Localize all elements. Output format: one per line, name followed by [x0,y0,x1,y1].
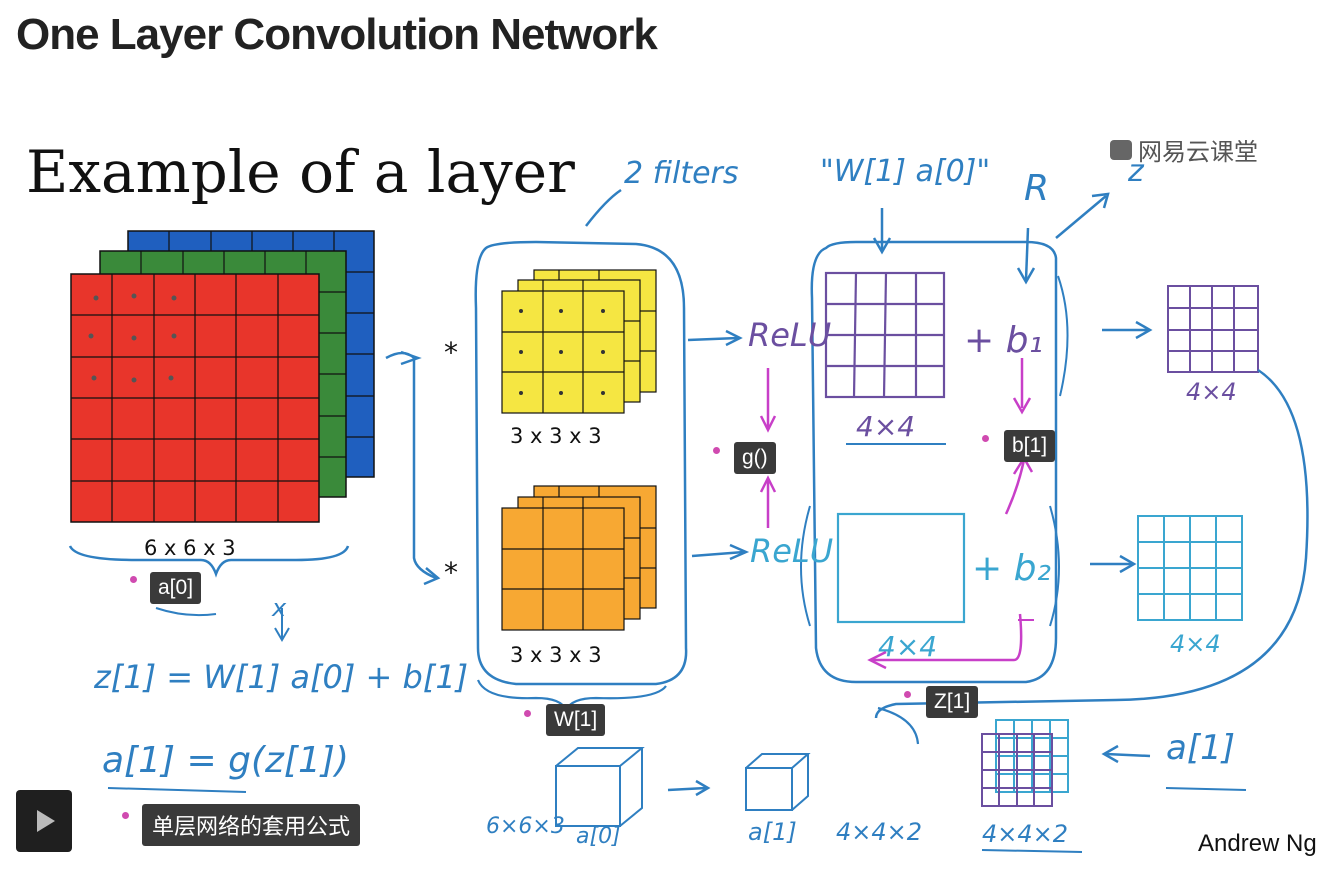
filter-orange [501,485,657,631]
stacked-output [981,719,1069,807]
convolution-star-2: * [444,556,458,589]
subtitle-dot [122,812,129,819]
bottom-a0: a[0] [576,824,621,849]
slide-heading: Example of a layer [26,138,575,206]
bottom-out-dim: 4×4×2 [982,820,1069,848]
mid1-dim: 4×4 [856,410,916,443]
tag-dot-z1 [904,691,911,698]
tag-b1[interactable]: b[1] [1004,430,1056,462]
mid2-dim: 4×4 [878,630,938,663]
relu-output-2 [1137,515,1243,621]
tag-dot-w1 [524,710,531,717]
z-note: z [1128,154,1144,189]
page-title: One Layer Convolution Network [16,10,658,59]
play-button[interactable] [16,790,72,852]
play-icon [37,810,55,832]
filters-note: 2 filters [624,156,739,191]
out2-dim: 4×4 [1170,630,1221,658]
a1-label: a[1] [1166,728,1235,768]
bottom-input-cube [555,747,645,827]
filter1-dim-label: 3 x 3 x 3 [510,424,602,448]
tag-dot-b1 [982,435,989,442]
tag-g[interactable]: g() [734,442,776,474]
author-credit: Andrew Ng [1198,830,1317,857]
tag-dot-g [713,447,720,454]
convolution-star-1: * [444,336,458,369]
tag-z1[interactable]: Z[1] [926,686,979,718]
bottom-a1-dim: 4×4×2 [836,818,923,846]
input-volume [70,230,375,523]
filter2-dim-label: 3 x 3 x 3 [510,643,602,667]
equation-z: z[1] = W[1] a[0] + b[1] [94,658,469,696]
slide-drawing [68,188,1309,853]
relu-2: ReLU [750,532,834,570]
wa-note: "W[1] a[0]" [820,154,991,189]
x-note: x [272,594,287,622]
plus-b1: + b₁ [964,320,1043,361]
equation-a: a[1] = g(z[1]) [102,740,349,781]
out1-dim: 4×4 [1186,378,1237,406]
tag-w1[interactable]: W[1] [546,704,606,736]
watermark-text: 网易云课堂 [1138,138,1258,166]
relu-1: ReLU [748,316,832,354]
tag-dot-a0 [130,576,137,583]
input-dim-label: 6 x 6 x 3 [144,536,236,560]
watermark: 网易云课堂 [1110,132,1258,167]
filter-yellow [501,269,657,414]
subtitle-caption: 单层网络的套用公式 [142,804,361,846]
r-note: R [1024,168,1050,209]
cloud-class-logo-icon [1110,139,1132,160]
video-slide[interactable]: Example of a layer 网易云课堂 6 x 6 x 3 3 x 3… [16,108,1336,872]
tag-a0[interactable]: a[0] [150,572,202,604]
plus-b2: + b₂ [972,548,1051,589]
conv-output-1 [824,271,946,399]
bottom-output-cube [745,753,811,811]
bottom-a1: a[1] [748,818,797,846]
bottom-input-dim: 6×6×3 [486,814,565,839]
relu-output-1 [1167,285,1259,373]
